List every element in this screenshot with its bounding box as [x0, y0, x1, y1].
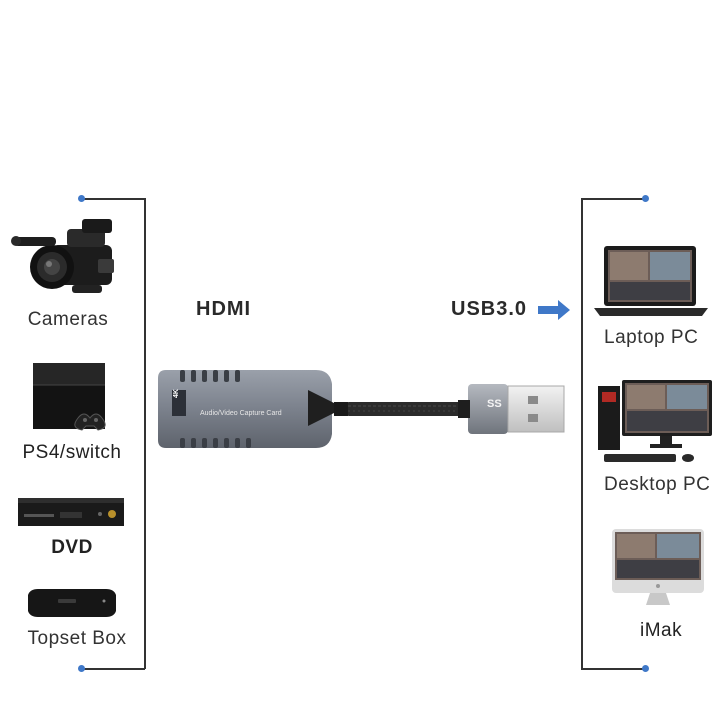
usb-port-label: USB3.0: [451, 298, 528, 320]
target-label-laptop-pc: Laptop PC: [604, 327, 699, 348]
right-bracket-bottom-dot: [642, 665, 649, 672]
capture-card-icon: [158, 370, 565, 448]
left-bracket-bottom-dot: [78, 665, 85, 672]
capture-card-brand: 4K: [173, 389, 180, 398]
game-console-icon: [33, 363, 106, 431]
arrow-right-icon: [538, 300, 570, 320]
right-bracket-top-dot: [642, 195, 649, 202]
laptop-icon: [594, 246, 708, 316]
left-bracket-vertical: [144, 198, 146, 669]
source-label-cameras: Cameras: [27, 309, 109, 330]
set-top-box-icon: [28, 589, 116, 617]
desktop-pc-icon: [598, 380, 712, 462]
all-in-one-pc-icon: [612, 529, 704, 605]
left-bracket-top-dot: [78, 195, 85, 202]
camcorder-icon: [11, 219, 114, 293]
source-label-dvd: DVD: [51, 537, 93, 558]
usb-ss-logo: SS: [487, 398, 502, 410]
dvd-player-icon: [18, 498, 124, 526]
right-bracket-top: [581, 198, 645, 200]
target-label-desktop-pc: Desktop PC: [604, 474, 711, 495]
right-bracket-bottom: [581, 668, 645, 670]
source-label-topset-box: Topset Box: [27, 628, 127, 649]
hdmi-port-label: HDMI: [196, 298, 252, 320]
source-label-ps4-switch: PS4/switch: [22, 442, 122, 463]
capture-card-body-text: Audio/Video Capture Card: [200, 410, 282, 417]
right-bracket-vertical: [581, 198, 583, 669]
target-label-imak: iMak: [640, 620, 683, 641]
left-bracket-bottom: [82, 668, 145, 670]
left-bracket-top: [82, 198, 145, 200]
